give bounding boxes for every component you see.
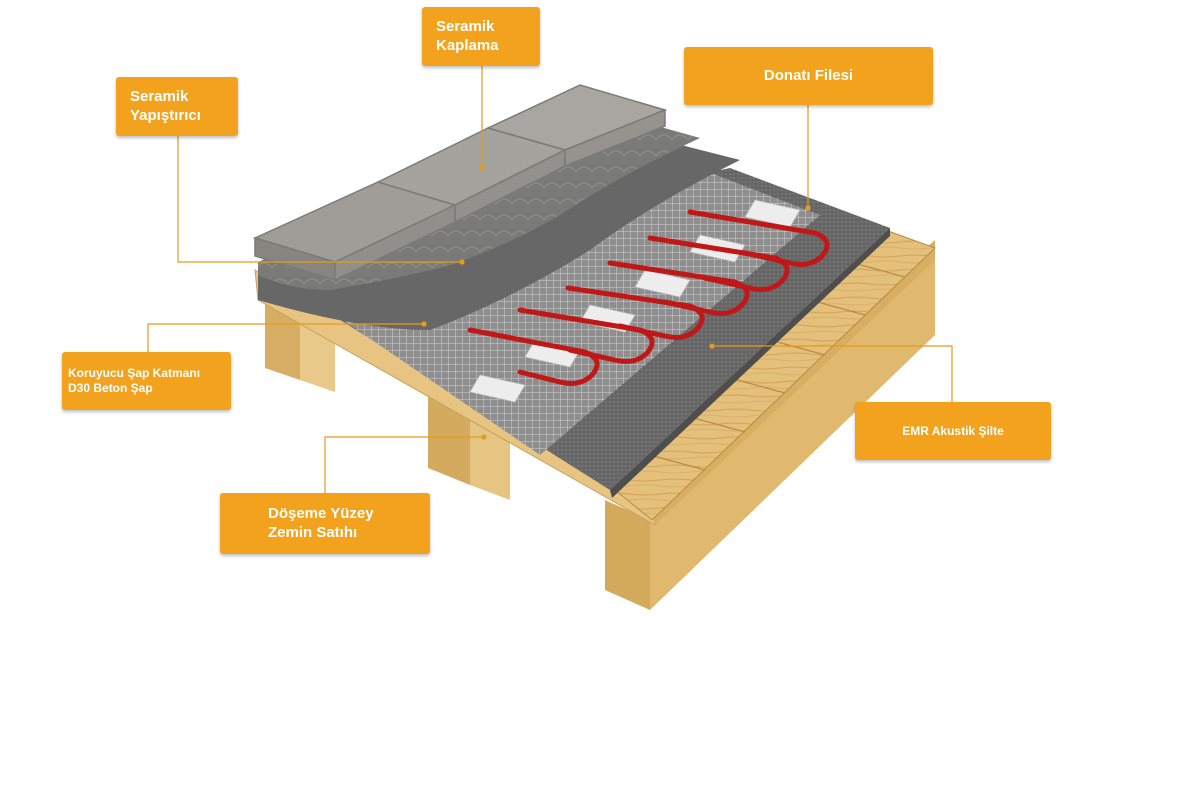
label-line-1: Seramik: [130, 87, 189, 105]
leader-seramik-yapistirici: [177, 136, 462, 263]
heating-cable: [467, 209, 830, 386]
label-line-1: Döşeme Yüzey: [268, 504, 374, 522]
label-line-2: Kaplama: [436, 36, 499, 54]
label-line-2: Yapıştırıcı: [130, 106, 201, 124]
callout-seramik-yapistirici: Seramik Yapıştırıcı: [116, 77, 238, 136]
plank-seams: [649, 261, 906, 471]
leader-lines: [147, 66, 953, 493]
acoustic-mat-edge: [610, 228, 890, 498]
label-line-2: Zemin Satıhı: [268, 523, 358, 541]
ceramic-tiles: [252, 84, 668, 282]
callout-seramik-kaplama: Seramik Kaplama: [422, 7, 540, 66]
callout-donati-filesi: Donatı Filesi: [684, 47, 933, 105]
label-line-1: Seramik: [436, 17, 495, 35]
label-line-1: EMR Akustik Şilte: [902, 423, 1004, 438]
joist-front: [605, 500, 650, 610]
leader-koruyucu-sap: [147, 323, 424, 352]
foil-strips: [469, 199, 801, 403]
label-line-1: Koruyucu Şap Katmanı: [68, 366, 201, 380]
joist-front-side: [650, 255, 935, 610]
leader-emr-akustik: [712, 345, 953, 402]
callout-emr-akustik: EMR Akustik Şilte: [855, 402, 1051, 460]
leader-doseme-yuzey: [324, 436, 484, 493]
callout-doseme-yuzey: Döşeme Yüzey Zemin Satıhı: [220, 493, 430, 554]
label-line-1: Donatı Filesi: [763, 66, 854, 84]
label-line-2: D30 Beton Şap: [68, 381, 153, 395]
callout-koruyucu-sap: Koruyucu Şap Katmanı D30 Beton Şap: [62, 352, 231, 410]
